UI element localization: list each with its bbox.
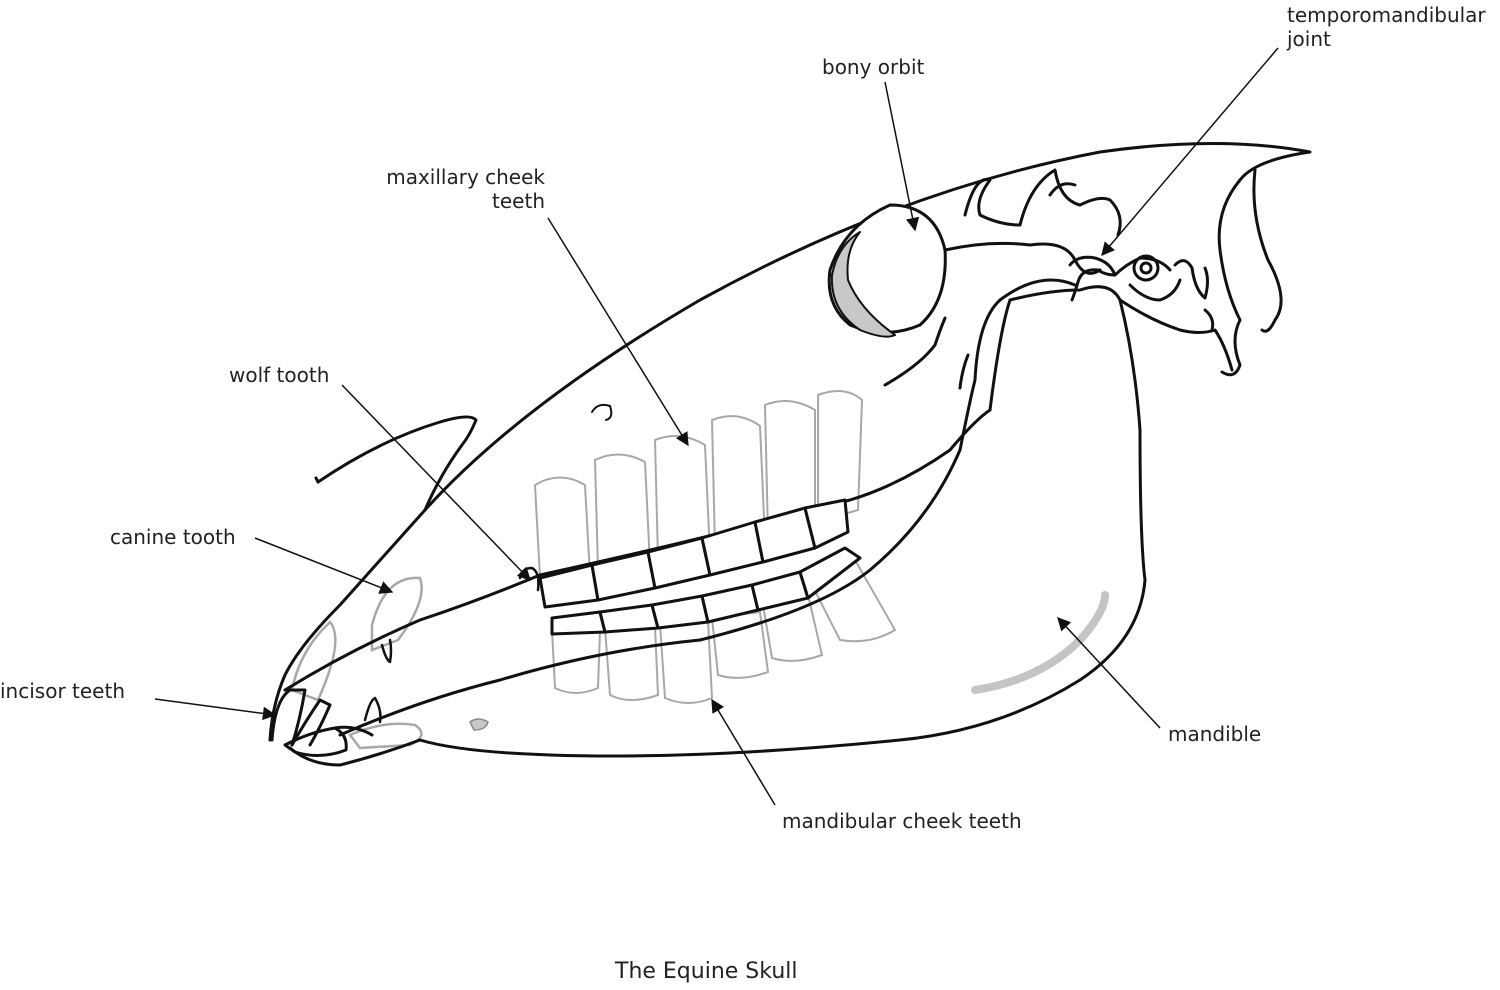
label-maxillary-line1: maxillary cheek: [386, 165, 545, 189]
skull-outline: [268, 142, 1312, 767]
label-canine-tooth: canine tooth: [110, 525, 236, 549]
label-bony-orbit: bony orbit: [822, 55, 925, 79]
leader-incisor: [154, 698, 277, 721]
label-wolf-tooth: wolf tooth: [229, 363, 330, 387]
label-incisor-teeth: incisor teeth: [0, 679, 125, 703]
leader-mandibular: [711, 698, 776, 806]
maxillary-cheek-teeth-crowns: [538, 498, 850, 609]
leader-temporomandibular: [1101, 47, 1279, 257]
canine-ghost: [290, 576, 423, 750]
label-mandibular-cheek-teeth: mandibular cheek teeth: [782, 809, 1022, 833]
label-maxillary-cheek-teeth: maxillary cheek teeth: [380, 165, 545, 213]
maxillary-tooth-roots: [533, 390, 864, 580]
diagram-caption: The Equine Skull: [615, 959, 798, 984]
leader-maxillary: [547, 217, 689, 447]
leader-bony-orbit: [884, 81, 920, 232]
leader-mandible: [1057, 617, 1161, 729]
label-temporomandibular: temporomandibular joint: [1287, 3, 1486, 51]
leader-canine: [254, 537, 394, 594]
label-temporomandibular-line1: temporomandibular: [1287, 3, 1486, 27]
leader-lines: [154, 47, 1279, 806]
label-maxillary-line2: teeth: [492, 189, 545, 213]
label-temporomandibular-line2: joint: [1287, 27, 1331, 51]
mandibular-cheek-teeth-crowns: [550, 546, 862, 636]
label-mandible: mandible: [1168, 722, 1262, 746]
mandible-shading: [971, 591, 1109, 694]
mandibular-tooth-roots: [550, 558, 897, 704]
leader-wolf-tooth: [341, 384, 531, 581]
